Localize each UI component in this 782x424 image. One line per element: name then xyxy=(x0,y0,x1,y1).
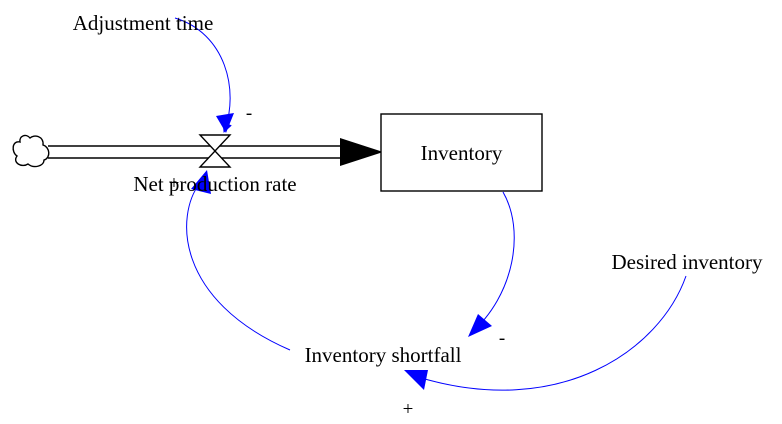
link-arrowhead xyxy=(404,370,428,390)
link-arrowhead xyxy=(468,314,492,337)
polarity-adjustment-time: - xyxy=(246,103,252,124)
link-inventory-to-shortfall xyxy=(469,191,515,335)
inventory-shortfall-label[interactable]: Inventory shortfall xyxy=(305,343,462,367)
adjustment-time-label[interactable]: Adjustment time xyxy=(73,11,214,35)
polarity-shortfall: + xyxy=(169,173,180,194)
flow-arrowhead xyxy=(340,138,383,166)
link-shortfall-to-rate xyxy=(186,182,291,351)
link-desired-to-shortfall xyxy=(417,275,687,391)
polarity-inventory: - xyxy=(499,328,505,349)
link-arrowhead xyxy=(216,113,234,133)
source-cloud-icon xyxy=(12,134,50,168)
net-production-rate-label[interactable]: Net production rate xyxy=(133,172,296,196)
polarity-desired-inventory: + xyxy=(403,399,414,420)
flow-pipe xyxy=(48,145,342,159)
link-arrowhead xyxy=(191,170,211,194)
valve-icon[interactable] xyxy=(198,134,232,168)
desired-inventory-label[interactable]: Desired inventory xyxy=(611,250,763,274)
link-adjustment-time-to-rate xyxy=(174,17,232,133)
inventory-stock[interactable] xyxy=(380,113,543,192)
inventory-stock-label: Inventory xyxy=(421,141,503,165)
